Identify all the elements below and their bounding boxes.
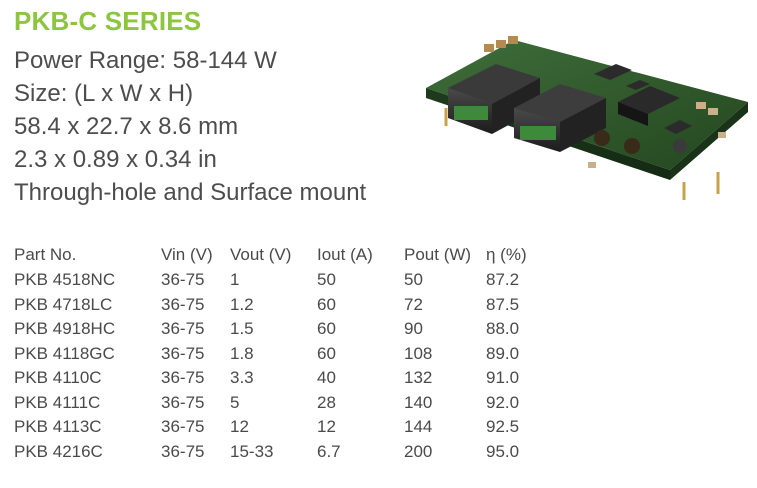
cell-iout: 60: [317, 294, 336, 314]
series-title: PKB-C SERIES: [14, 6, 202, 36]
cell-vin: 36-75: [161, 270, 205, 289]
cell-pout: 200: [404, 441, 433, 461]
power-range: Power Range: 58-144 W: [14, 47, 277, 74]
transformer-middle: [514, 84, 606, 152]
cell-part-no: PKB 4110C: [14, 368, 102, 387]
cell-efficiency: 91.0: [486, 368, 520, 387]
cell-part-no: PKB 4111C: [14, 392, 101, 412]
column-header-efficiency: η (%): [486, 245, 527, 264]
cell-efficiency: 95.0: [486, 441, 520, 461]
cell-vout: 15-33: [230, 441, 274, 461]
cell-part-no: PKB 4118GC: [14, 343, 115, 363]
cell-efficiency: 89.0: [486, 343, 520, 363]
table-row: PKB 4216C 36-75 15-33 6.7 200 95.0: [14, 440, 546, 465]
cell-vin: 36-75: [161, 343, 205, 363]
part-table: Part No. Vin (V) Vout (V) Iout (A) Pout …: [14, 242, 546, 464]
column-header-vin: Vin (V): [161, 245, 213, 264]
cell-iout: 6.7: [317, 441, 341, 461]
spec-list: Power Range: 58-144 W Size: (L x W x H) …: [14, 44, 434, 209]
capacitor-group: [484, 36, 726, 168]
table-row: PKB 4111C 36-75 5 28 140 92.0: [14, 391, 546, 416]
table-row: PKB 4110C 36-75 3.3 40 132 91.0: [14, 366, 546, 391]
table-row: PKB 4518NC 36-75 1 50 50 87.2: [14, 268, 546, 293]
cell-vin: 36-75: [161, 294, 205, 314]
cell-vin: 36-75: [161, 392, 205, 412]
cell-vout: 1.2: [230, 294, 254, 314]
cell-iout: 12: [317, 417, 336, 436]
column-header-pout: Pout (W): [404, 245, 472, 264]
cell-vout: 5: [230, 392, 240, 412]
cell-part-no: PKB 4918HC: [14, 319, 116, 338]
mount-type: Through-hole and Surface mount: [14, 179, 367, 206]
size-in: 2.3 x 0.89 x 0.34 in: [14, 146, 217, 173]
cell-vin: 36-75: [161, 368, 205, 387]
cell-vin: 36-75: [161, 417, 205, 436]
cell-pout: 140: [404, 392, 433, 412]
cell-pout: 108: [404, 343, 433, 363]
cell-iout: 60: [317, 343, 336, 363]
cell-part-no: PKB 4216C: [14, 441, 103, 461]
cell-vout: 12: [230, 417, 249, 436]
cell-pout: 132: [404, 368, 433, 387]
cell-vout: 1.8: [230, 343, 254, 363]
cell-pout: 90: [404, 319, 423, 338]
cell-efficiency: 92.0: [486, 392, 520, 412]
chip-group: [594, 64, 692, 154]
pin-group: [444, 108, 720, 200]
size-mm: 58.4 x 22.7 x 8.6 mm: [14, 113, 239, 140]
cell-pout: 50: [404, 270, 423, 289]
table-header-row: Part No. Vin (V) Vout (V) Iout (A) Pout …: [14, 242, 546, 268]
cell-pout: 72: [404, 294, 423, 314]
dc-dc-converter-module-photo: [426, 36, 748, 200]
cell-iout: 50: [317, 270, 336, 289]
cell-vin: 36-75: [161, 319, 205, 338]
cell-pout: 144: [404, 417, 433, 436]
cell-vin: 36-75: [161, 441, 205, 461]
column-header-iout: Iout (A): [317, 245, 373, 264]
column-header-vout: Vout (V): [230, 245, 292, 264]
cell-efficiency: 87.2: [486, 270, 520, 289]
transformer-left: [448, 64, 540, 134]
cell-part-no: PKB 4718LC: [14, 294, 113, 314]
size-label: Size: (L x W x H): [14, 80, 194, 107]
table-row: PKB 4918HC 36-75 1.5 60 90 88.0: [14, 317, 546, 342]
cell-part-no: PKB 4113C: [14, 417, 102, 436]
cell-efficiency: 87.5: [486, 294, 520, 314]
table-row: PKB 4113C 36-75 12 12 144 92.5: [14, 415, 546, 440]
cell-iout: 60: [317, 319, 336, 338]
cell-efficiency: 88.0: [486, 319, 520, 338]
table-row: PKB 4718LC 36-75 1.2 60 72 87.5: [14, 293, 546, 318]
column-header-part-no: Part No.: [14, 245, 77, 264]
cell-efficiency: 92.5: [486, 417, 520, 436]
cell-vout: 1.5: [230, 319, 254, 338]
cell-vout: 3.3: [230, 368, 254, 387]
cell-vout: 1: [230, 270, 240, 289]
cell-part-no: PKB 4518NC: [14, 270, 116, 289]
cell-iout: 40: [317, 368, 336, 387]
cell-iout: 28: [317, 392, 336, 412]
table-row: PKB 4118GC 36-75 1.8 60 108 89.0: [14, 342, 546, 367]
